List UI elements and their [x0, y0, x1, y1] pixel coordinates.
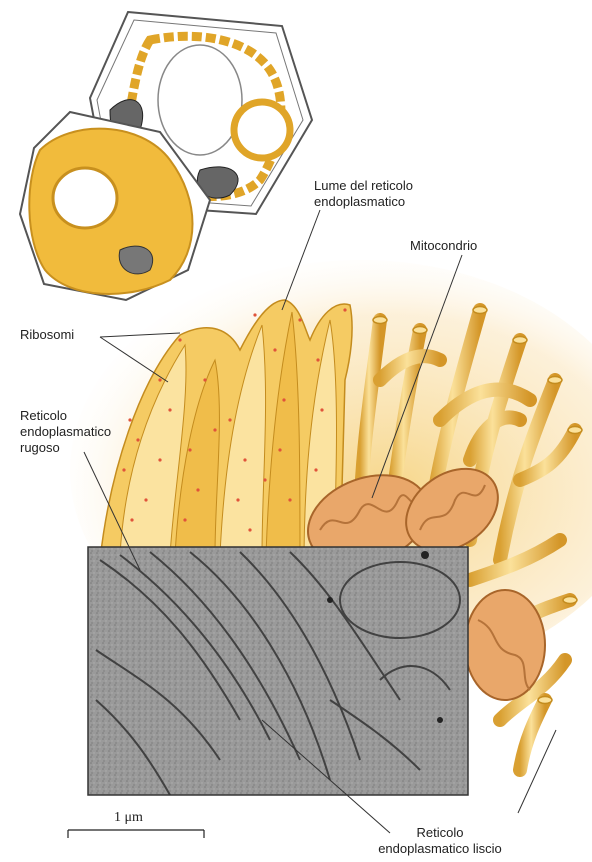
- label-lume-line2: endoplasmatico: [314, 194, 405, 209]
- scale-bar: [68, 830, 204, 838]
- cell-back-vacuole: [158, 45, 242, 155]
- electron-micrograph: [88, 547, 468, 795]
- cell-sketch-group: [20, 12, 312, 300]
- label-mitocondrio: Mitocondrio: [410, 238, 477, 253]
- mitochondrion-3: [465, 590, 545, 700]
- cell-back-nucleus: [234, 102, 290, 158]
- micrograph-frame: [88, 547, 468, 795]
- label-liscio-line1: Reticolo: [360, 825, 520, 840]
- label-rugoso-line1: Reticolo: [20, 408, 67, 423]
- label-lume-line1: Lume del reticolo: [314, 178, 413, 193]
- label-liscio-line2: endoplasmatico liscio: [345, 841, 535, 856]
- label-rugoso-line3: rugoso: [20, 440, 60, 455]
- label-ribosomi: Ribosomi: [20, 327, 74, 342]
- scale-label: 1 μm: [114, 810, 143, 826]
- cell-front-nucleus: [53, 168, 117, 228]
- label-rugoso-line2: endoplasmatico: [20, 424, 111, 439]
